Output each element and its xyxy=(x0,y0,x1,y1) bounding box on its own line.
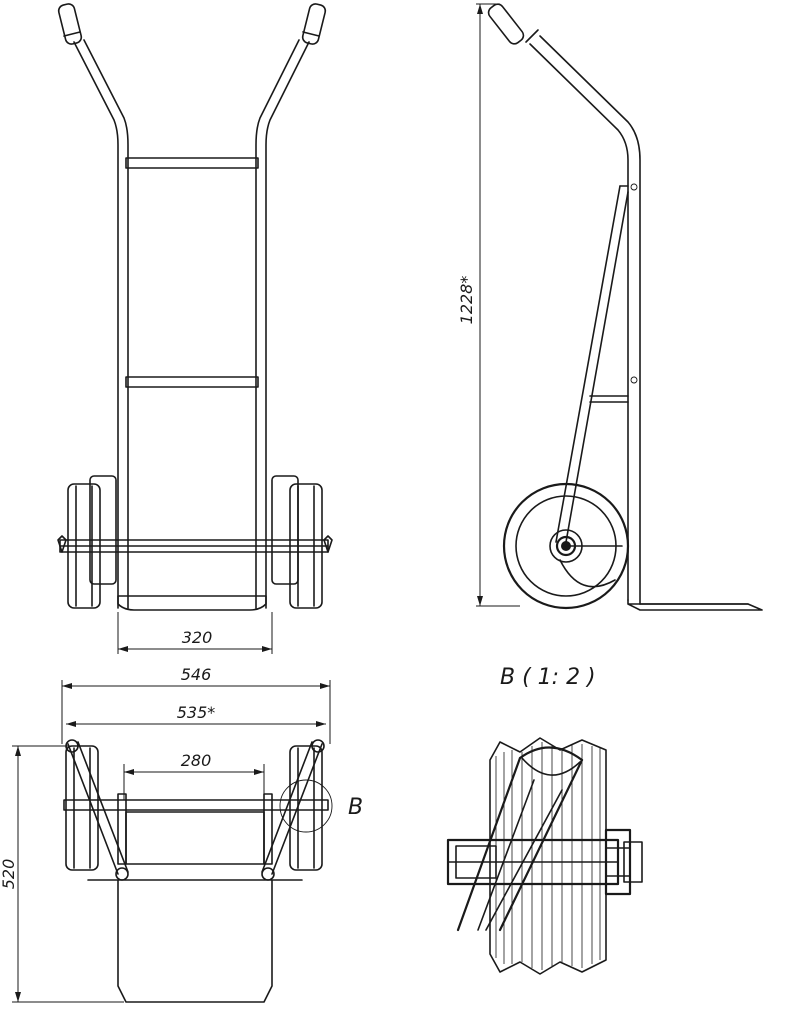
left-handle-grip xyxy=(57,3,83,45)
top-view: 546 535* 280 520 xyxy=(0,665,363,1003)
dimension-front-width: 320 xyxy=(117,612,273,654)
dimension-plate-width: 280 xyxy=(123,751,265,800)
dim-1228-label: 1228* xyxy=(457,276,476,325)
dim-280-label: 280 xyxy=(181,751,212,770)
front-left-wheel xyxy=(57,475,117,609)
side-handle-grip xyxy=(487,3,539,45)
dimension-depth: 520 xyxy=(0,745,124,1003)
detail-title: B ( 1: 2 ) xyxy=(500,665,596,690)
right-handle-grip xyxy=(301,3,327,45)
callout-label: B xyxy=(348,795,363,820)
detail-b: B ( 1: 2 ) xyxy=(446,665,643,975)
dim-520-label: 520 xyxy=(0,859,18,890)
dim-546-label: 546 xyxy=(181,665,212,684)
side-view: 1228* xyxy=(457,3,763,611)
callout-circle xyxy=(279,779,333,833)
dimension-axle-width: 535* xyxy=(66,703,326,727)
dimension-height: 1228* xyxy=(457,3,520,607)
front-view: 320 xyxy=(57,3,333,654)
dim-320-label: 320 xyxy=(182,628,213,647)
side-wheel xyxy=(502,482,630,610)
front-right-wheel xyxy=(271,475,333,609)
dimension-overall-width: 546 xyxy=(61,665,331,744)
dim-535-label: 535* xyxy=(177,703,216,722)
